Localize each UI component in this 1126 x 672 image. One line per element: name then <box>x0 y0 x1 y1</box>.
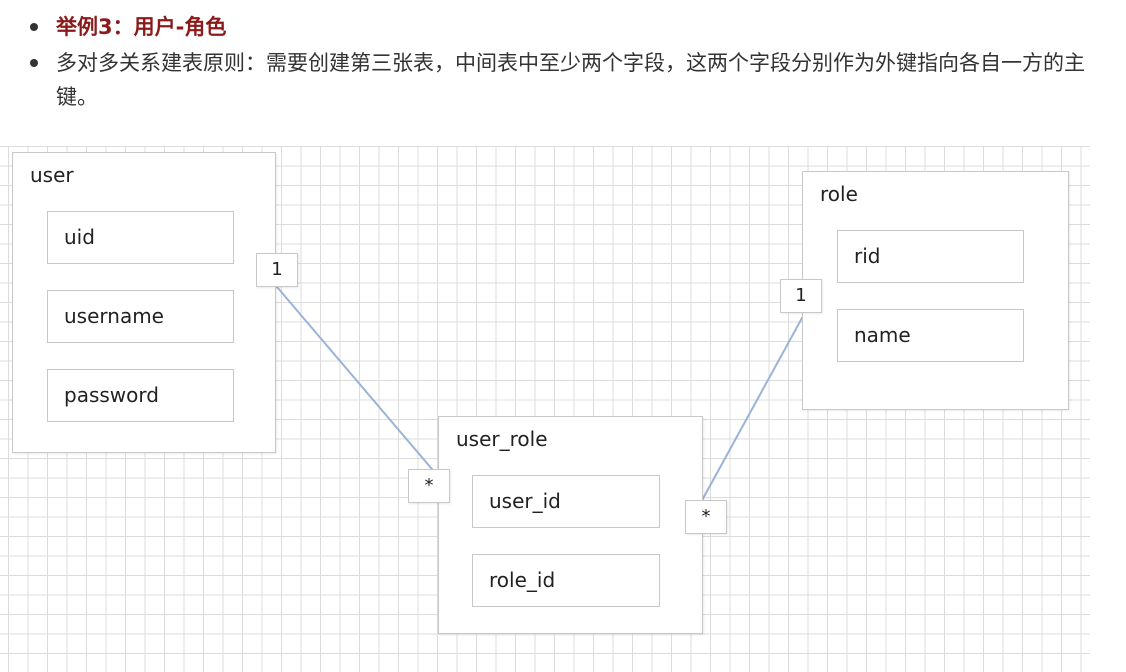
bullet-dot <box>30 23 38 31</box>
er-diagram: user uid username password role rid name… <box>0 138 1090 672</box>
field-rid[interactable]: rid <box>837 230 1024 283</box>
field-name[interactable]: name <box>837 309 1024 362</box>
field-user-id[interactable]: user_id <box>472 475 660 528</box>
field-password[interactable]: password <box>47 369 234 422</box>
user-role-table-title: user_role <box>456 427 548 451</box>
example-title: 举例3：用户-角色 <box>56 15 227 39</box>
user-table[interactable]: user uid username password <box>12 152 276 453</box>
bullet-list: 举例3：用户-角色 多对多关系建表原则：需要创建第三张表，中间表中至少两个字段，… <box>22 10 1112 114</box>
multiplicity-user-role-many-left: * <box>408 469 450 503</box>
user-role-table[interactable]: user_role user_id role_id <box>438 416 703 634</box>
multiplicity-role-one: 1 <box>780 279 822 313</box>
multiplicity-user-role-many-right: * <box>685 500 727 534</box>
role-table-title: role <box>820 182 858 206</box>
user-table-title: user <box>30 163 74 187</box>
bullet-dot <box>30 59 38 67</box>
bullet-title: 举例3：用户-角色 <box>22 10 1112 44</box>
field-role-id[interactable]: role_id <box>472 554 660 607</box>
field-uid[interactable]: uid <box>47 211 234 264</box>
rule-text: 多对多关系建表原则：需要创建第三张表，中间表中至少两个字段，这两个字段分别作为外… <box>56 51 1085 109</box>
multiplicity-user-one: 1 <box>256 253 298 287</box>
bullet-rule: 多对多关系建表原则：需要创建第三张表，中间表中至少两个字段，这两个字段分别作为外… <box>22 46 1112 114</box>
role-table[interactable]: role rid name <box>802 171 1069 410</box>
field-username[interactable]: username <box>47 290 234 343</box>
